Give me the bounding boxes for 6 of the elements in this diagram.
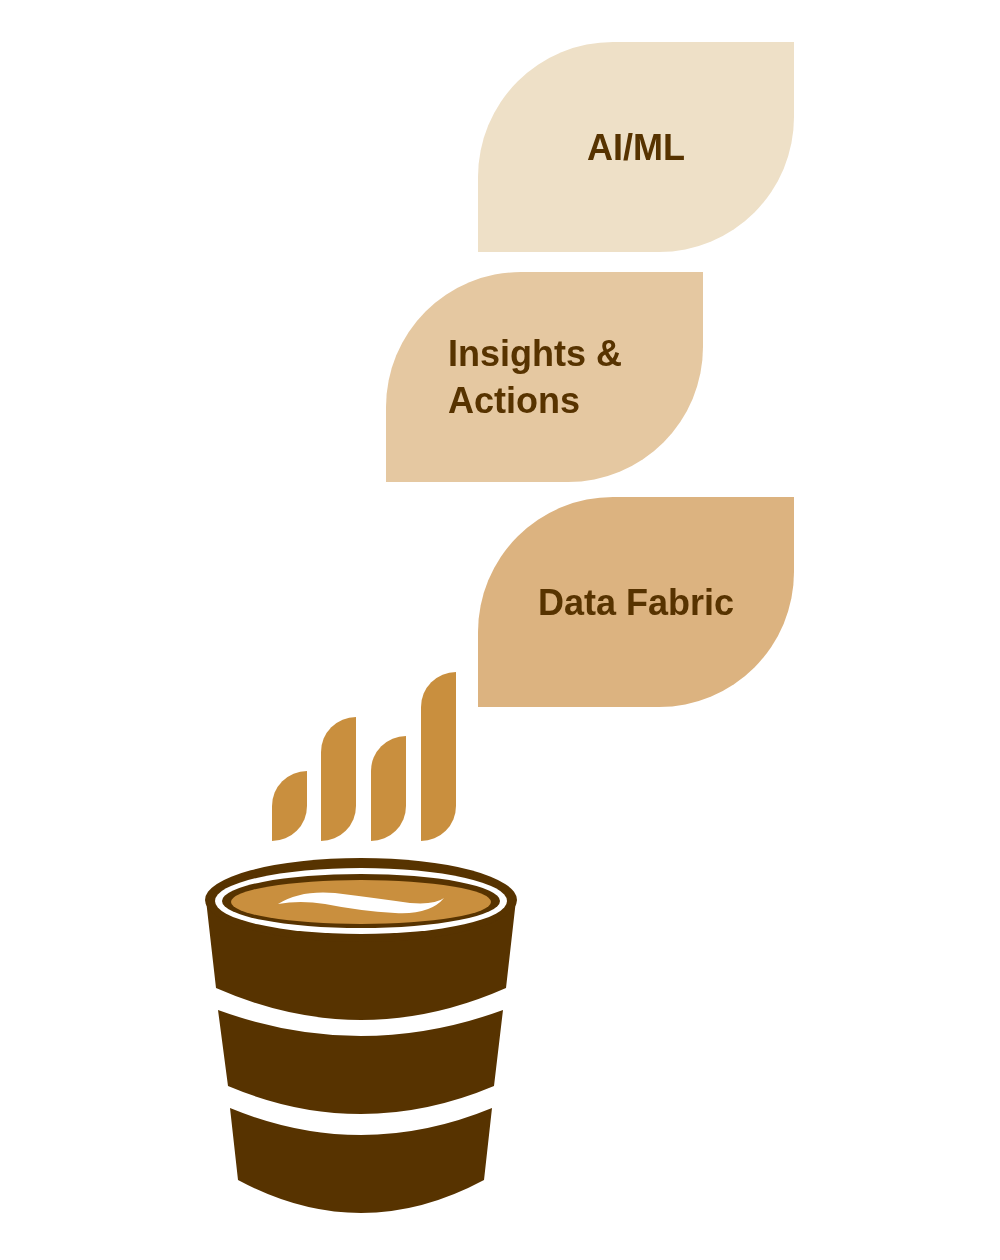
- stage-label: Insights & Actions: [448, 332, 623, 423]
- leaf-shape: [478, 42, 794, 252]
- leaf-shape: [386, 272, 703, 482]
- stage-label: Data Fabric: [537, 580, 735, 625]
- leaf-shape: [478, 497, 794, 707]
- stage-label: AI/ML: [587, 125, 685, 170]
